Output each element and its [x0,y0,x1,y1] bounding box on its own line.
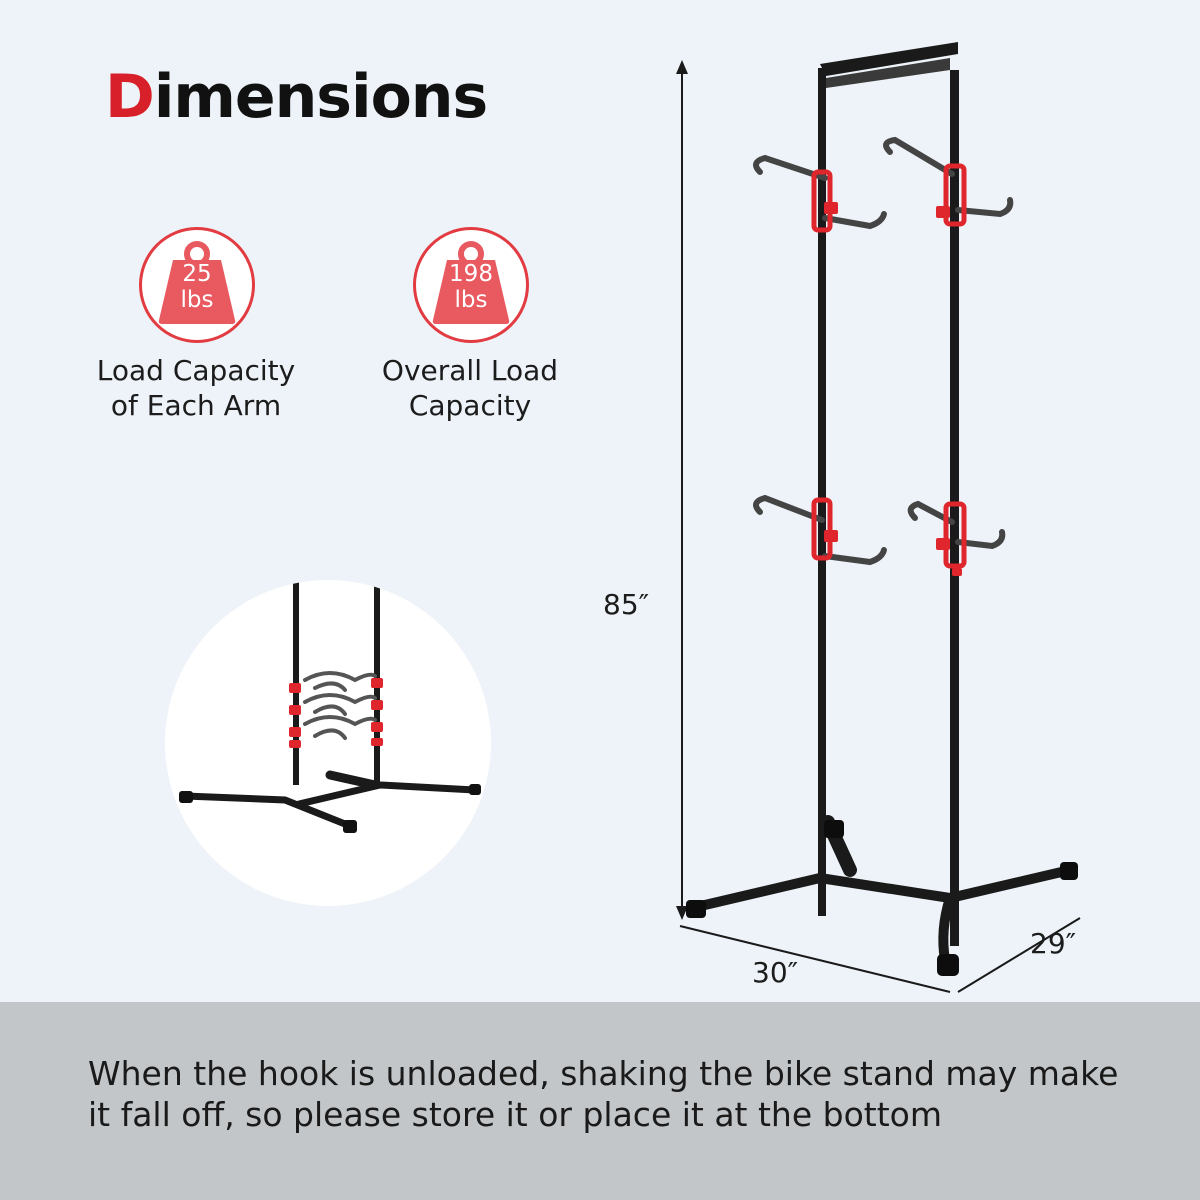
usage-note: When the hook is unloaded, shaking the b… [88,1054,1119,1134]
capacity-label-arm: Load Capacity of Each Arm [66,353,326,423]
capacity-badge-arm: 25 lbs [139,227,255,343]
weight-icon [158,241,236,324]
capacity-value: 25 [182,261,212,287]
bike-rack-illustration [676,42,1081,993]
width-dimension-label: 30″ [752,956,799,989]
capacity-label-line: Load Capacity [96,354,296,387]
capacity-badge-overall: 198 lbs [413,227,529,343]
title-first-letter: D [105,62,155,132]
base-detail-image [165,580,491,906]
capacity-unit: lbs [180,287,214,313]
height-dimension-label: 85″ [603,588,650,621]
weight-icon [432,241,510,324]
page-title: Dimensions [105,62,488,132]
capacity-label-line: Capacity [408,389,532,422]
capacity-label-line: of Each Arm [110,389,282,422]
title-rest: imensions [153,62,488,132]
base-detail-illustration [179,580,481,833]
capacity-label-overall: Overall Load Capacity [340,353,600,423]
capacity-value: 198 [449,261,493,287]
capacity-unit: lbs [454,287,488,313]
capacity-label-line: Overall Load [381,354,559,387]
note-band [0,1002,1200,1200]
depth-dimension-label: 29″ [1030,927,1077,960]
